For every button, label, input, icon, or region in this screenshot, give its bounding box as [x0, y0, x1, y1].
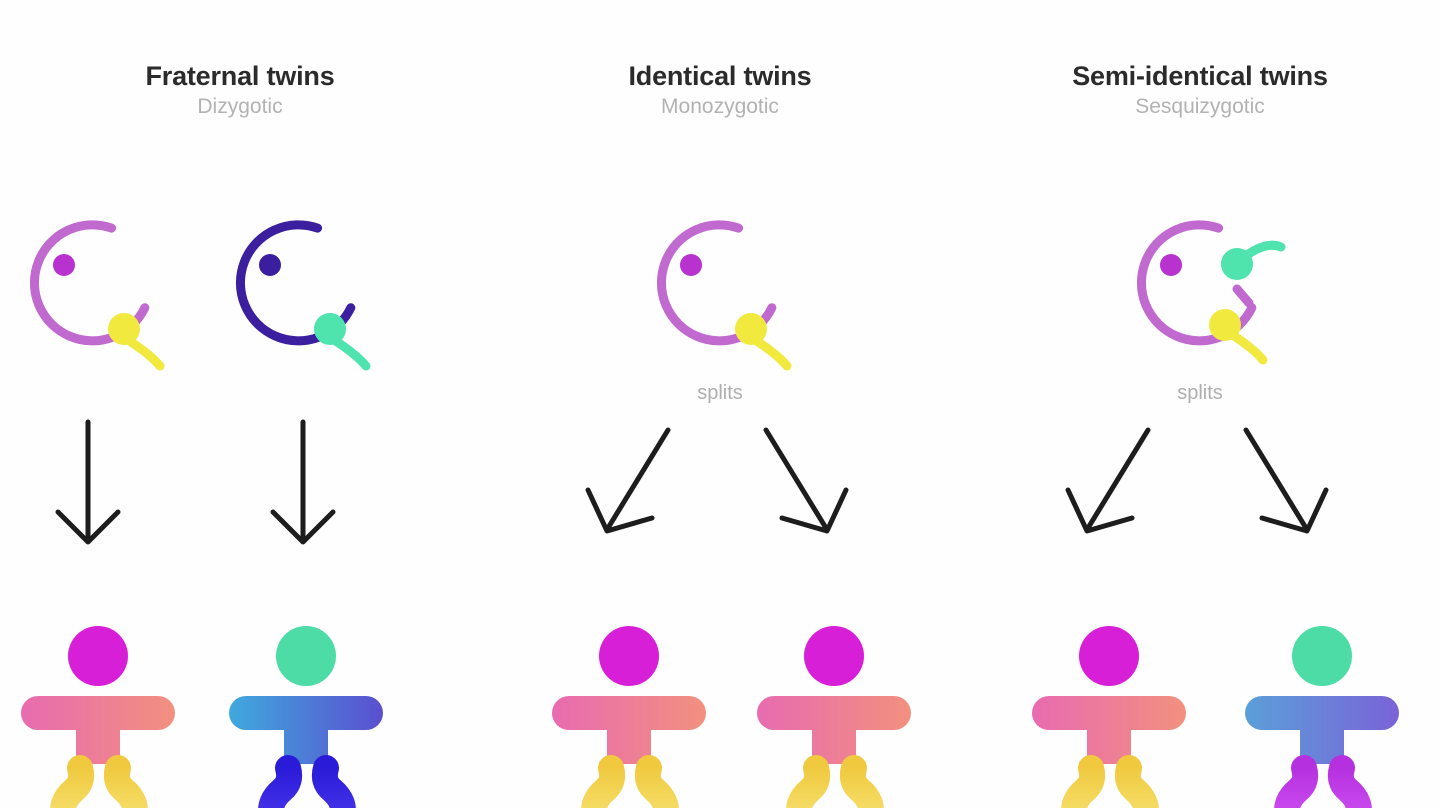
baby-figure-pink — [1025, 618, 1195, 808]
sperm-head-icon — [314, 313, 346, 345]
sperm-head-icon — [108, 313, 140, 345]
column-fraternal: Fraternal twins Dizygotic — [0, 0, 480, 808]
baby-head-icon — [599, 626, 659, 686]
egg-cell-magenta — [8, 205, 198, 380]
page-subtitle: Dizygotic — [197, 95, 283, 119]
baby-leg-left-icon — [786, 755, 831, 808]
sperm-tail-icon — [329, 335, 371, 371]
egg-cell-two-sperm — [1115, 205, 1325, 385]
arrow-icon — [55, 419, 121, 545]
baby-body-icon — [229, 696, 383, 764]
arrow-diverging-right — [742, 424, 862, 549]
baby-leg-right-icon — [839, 755, 884, 808]
egg-nucleus-icon — [259, 254, 281, 276]
arrow-icon — [585, 427, 671, 534]
baby-head-icon — [804, 626, 864, 686]
column-heading-semi-identical: Semi-identical twins Sesquizygotic — [960, 62, 1440, 118]
page-title: Fraternal twins — [145, 61, 335, 91]
arrow-icon — [1065, 427, 1151, 534]
baby-body-icon — [21, 696, 175, 764]
baby-head-icon — [1079, 626, 1139, 686]
baby-figure-blue — [222, 618, 392, 808]
arrow-icon — [763, 427, 849, 534]
splits-label: splits — [697, 382, 743, 404]
baby-leg-left-icon — [258, 755, 303, 808]
sperm-tail-icon — [1242, 240, 1286, 260]
baby-leg-right-icon — [1114, 755, 1159, 808]
baby-leg-left-icon — [50, 755, 95, 808]
column-heading-identical: Identical twins Monozygotic — [480, 62, 960, 118]
egg-nucleus-icon — [53, 254, 75, 276]
sperm-tail-icon — [123, 335, 165, 371]
page-title: Identical twins — [628, 61, 812, 91]
arrow-diverging-right — [1222, 424, 1342, 549]
sperm-head-icon — [1209, 309, 1241, 341]
egg-nucleus-icon — [680, 254, 702, 276]
baby-leg-right-icon — [311, 755, 356, 808]
sperm-tail-icon — [750, 335, 792, 371]
baby-body-icon — [1245, 696, 1399, 764]
arrow-diverging-left — [1060, 424, 1180, 549]
baby-body-icon — [552, 696, 706, 764]
page-subtitle: Monozygotic — [661, 95, 779, 119]
splits-label: splits — [1177, 382, 1223, 404]
baby-figure-pink — [545, 618, 715, 808]
sperm-head-icon — [735, 313, 767, 345]
arrow-icon — [1243, 427, 1329, 534]
arrow-icon — [270, 419, 336, 545]
column-semi-identical: Semi-identical twins Sesquizygotic split… — [960, 0, 1440, 808]
arrow-diverging-left — [580, 424, 700, 549]
egg-membrane-notch-icon — [1232, 284, 1254, 308]
baby-figure-purple-legs — [1238, 618, 1408, 808]
baby-leg-right-icon — [634, 755, 679, 808]
arrow-down-left — [40, 418, 150, 558]
sperm-head-icon — [1221, 248, 1253, 280]
baby-leg-right-icon — [1327, 755, 1372, 808]
page-title: Semi-identical twins — [1072, 61, 1328, 91]
baby-body-icon — [1032, 696, 1186, 764]
sperm-tail-icon — [1226, 329, 1268, 365]
baby-figure-pink — [750, 618, 920, 808]
arrow-down-right — [255, 418, 365, 558]
baby-leg-left-icon — [1061, 755, 1106, 808]
page-subtitle: Sesquizygotic — [1135, 95, 1265, 119]
egg-cell-magenta — [635, 205, 825, 380]
baby-figure-pink — [14, 618, 184, 808]
baby-leg-left-icon — [1274, 755, 1319, 808]
column-identical: Identical twins Monozygotic splits — [480, 0, 960, 808]
baby-body-icon — [757, 696, 911, 764]
egg-cell-indigo — [214, 205, 404, 380]
egg-nucleus-icon — [1160, 254, 1182, 276]
baby-leg-left-icon — [581, 755, 626, 808]
baby-head-icon — [276, 626, 336, 686]
column-heading-fraternal: Fraternal twins Dizygotic — [0, 62, 480, 118]
baby-head-icon — [1292, 626, 1352, 686]
baby-head-icon — [68, 626, 128, 686]
baby-leg-right-icon — [103, 755, 148, 808]
